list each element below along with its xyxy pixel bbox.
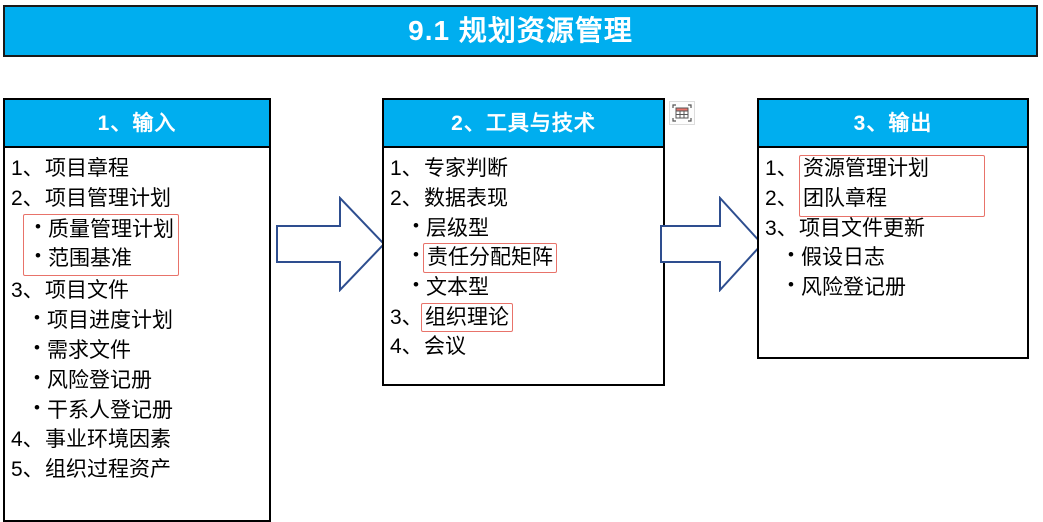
list-marker: 2、 xyxy=(11,186,44,210)
list-item: • 需求文件 xyxy=(11,336,267,366)
box-header-input: 1、输入 xyxy=(5,100,269,148)
list-marker: 1、 xyxy=(11,157,44,180)
list-item: • 假设日志 xyxy=(765,243,1025,273)
table-insert-icon[interactable] xyxy=(669,101,695,125)
list-text: 项目文件 xyxy=(45,279,129,303)
list-text: 层级型 xyxy=(426,216,489,240)
list-text: 质量管理计划 xyxy=(48,217,174,241)
list-item: 1、 资源管理计划 xyxy=(765,154,1025,184)
list-item: • 风险登记册 xyxy=(11,366,267,396)
list-text: 事业环境因素 xyxy=(45,428,171,452)
highlight-outline xyxy=(799,155,985,217)
list-text: 项目章程 xyxy=(45,157,129,180)
list-marker: 3、 xyxy=(390,305,423,329)
list-text: 专家判断 xyxy=(424,157,508,180)
list-text: 项目管理计划 xyxy=(45,186,171,210)
list-marker: 2、 xyxy=(390,186,423,210)
list-text: 风险登记册 xyxy=(47,368,152,392)
list-marker: • xyxy=(35,216,41,236)
list-item: 3、 项目文件更新 xyxy=(765,214,1025,244)
box-header-output: 3、输出 xyxy=(759,100,1027,148)
page-title: 9.1 规划资源管理 xyxy=(408,15,633,46)
list-marker: • xyxy=(34,308,40,328)
list-marker: 2、 xyxy=(765,186,798,210)
list-item: 3、 项目文件 xyxy=(11,276,267,306)
list-text: 范围基准 xyxy=(48,247,132,271)
list-item: • 干系人登记册 xyxy=(11,396,267,426)
list-marker: • xyxy=(413,274,419,294)
list-item: • 风险登记册 xyxy=(765,273,1025,303)
list-text: 项目文件更新 xyxy=(799,216,925,240)
list-text-highlighted: 责任分配矩阵 xyxy=(423,243,557,273)
list-marker: 5、 xyxy=(11,458,44,482)
list-item: • 项目进度计划 xyxy=(11,306,267,336)
list-text: 风险登记册 xyxy=(801,276,906,300)
list-item: • 范围基准 xyxy=(28,244,174,274)
list-text: 数据表现 xyxy=(424,186,508,210)
box-body-tools: 1、 专家判断 2、 数据表现 • 层级型 • 责任分配矩阵 • 文本型 3、 … xyxy=(384,148,663,366)
list-text: 干系人登记册 xyxy=(47,398,173,422)
list-marker: • xyxy=(35,246,41,266)
list-item: 2、 项目管理计划 xyxy=(11,184,267,214)
list-marker: • xyxy=(788,275,794,295)
list-item: 2、 团队章程 xyxy=(765,184,1025,214)
list-item: • 责任分配矩阵 xyxy=(390,243,661,273)
list-item: • 质量管理计划 xyxy=(28,215,174,245)
box-body-output: 1、 资源管理计划 2、 团队章程 3、 项目文件更新 • 假设日志 • 风险登… xyxy=(759,148,1027,307)
list-text: 资源管理计划 xyxy=(803,157,929,180)
list-item: 1、 项目章程 xyxy=(11,154,267,184)
arrow-tools-to-output xyxy=(660,195,764,293)
list-marker: • xyxy=(413,215,419,235)
list-item: 4、 会议 xyxy=(390,332,661,362)
box-header-tools: 2、工具与技术 xyxy=(384,100,663,148)
list-marker: 3、 xyxy=(765,216,798,240)
arrow-input-to-tools xyxy=(276,195,386,293)
process-box-input: 1、输入 1、 项目章程 2、 项目管理计划 • 质量管理计划 • 范围基准 xyxy=(3,98,271,522)
list-item: 4、 事业环境因素 xyxy=(11,425,267,455)
highlight-group-output: 1、 资源管理计划 2、 团队章程 xyxy=(765,154,1025,217)
list-marker: 4、 xyxy=(11,428,44,452)
highlight-group-input: • 质量管理计划 • 范围基准 xyxy=(11,213,267,277)
box-body-input: 1、 项目章程 2、 项目管理计划 • 质量管理计划 • 范围基准 3、 项目文… xyxy=(5,148,269,489)
list-item: 2、 数据表现 xyxy=(390,184,661,214)
list-marker: • xyxy=(34,367,40,387)
list-item: • 文本型 xyxy=(390,273,661,303)
list-marker: 3、 xyxy=(11,279,44,303)
list-marker: • xyxy=(34,397,40,417)
list-text: 文本型 xyxy=(426,275,489,299)
list-text: 会议 xyxy=(424,335,466,359)
list-text: 团队章程 xyxy=(803,186,887,210)
list-item: 3、 组织理论 xyxy=(390,302,661,333)
list-marker: • xyxy=(788,245,794,265)
list-text: 需求文件 xyxy=(47,338,131,362)
list-item: 1、 专家判断 xyxy=(390,154,661,184)
list-marker: 1、 xyxy=(390,157,423,180)
list-marker: • xyxy=(413,245,419,265)
list-marker: • xyxy=(34,337,40,357)
list-item: • 层级型 xyxy=(390,214,661,244)
process-box-tools: 2、工具与技术 1、 专家判断 2、 数据表现 • 层级型 • 责任分配矩阵 •… xyxy=(382,98,665,386)
page-title-banner: 9.1 规划资源管理 xyxy=(3,5,1038,57)
list-text: 项目进度计划 xyxy=(47,309,173,333)
list-text: 组织过程资产 xyxy=(45,458,171,482)
list-marker: 1、 xyxy=(765,157,798,180)
highlight-outline: • 质量管理计划 • 范围基准 xyxy=(23,213,179,277)
list-text: 假设日志 xyxy=(801,246,885,270)
list-marker: 4、 xyxy=(390,335,423,359)
list-item: 5、 组织过程资产 xyxy=(11,455,267,485)
process-box-output: 3、输出 1、 资源管理计划 2、 团队章程 3、 项目文件更新 • 假设日志 … xyxy=(757,98,1029,359)
list-text-highlighted: 组织理论 xyxy=(421,302,513,332)
